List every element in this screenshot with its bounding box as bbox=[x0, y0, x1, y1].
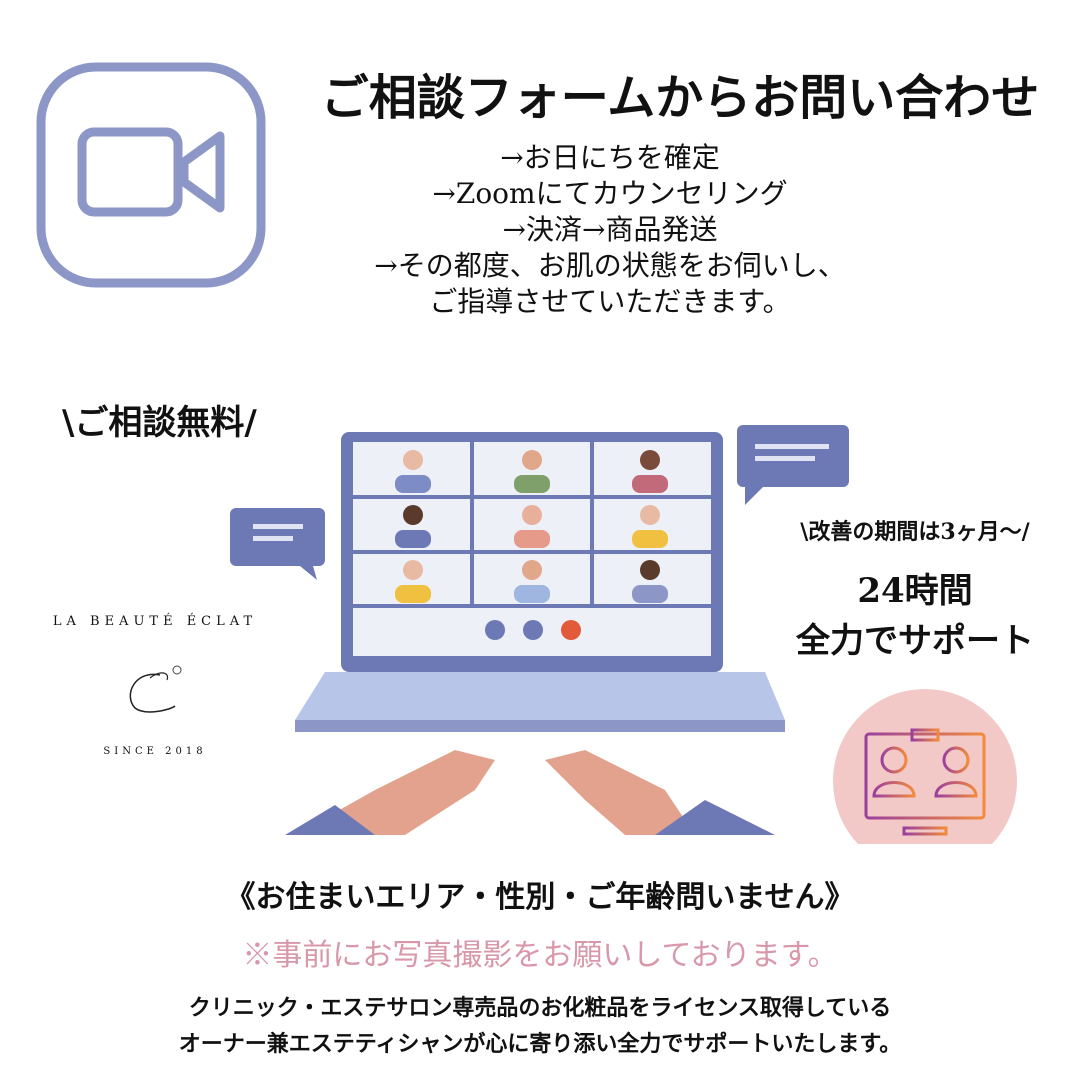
process-steps: →お日にちを確定 →Zoomにてカウンセリング →決済→商品発送 →その都度、お… bbox=[290, 140, 930, 320]
online-meeting-icon bbox=[833, 689, 1017, 844]
eligibility-text: 《お住まいエリア・性別・ご年齢問いません》 bbox=[225, 880, 855, 915]
support-line-2: 全力でサポート bbox=[796, 621, 1034, 661]
free-consultation-label: \ご相談無料/ bbox=[62, 403, 257, 443]
step: →お日にちを確定 bbox=[500, 141, 720, 174]
step: →決済→商品発送 bbox=[502, 213, 718, 246]
video-camera-icon bbox=[36, 62, 266, 288]
brand-name: LA BEAUTÉ ÉCLAT bbox=[52, 614, 258, 629]
page-title: ご相談フォームからお問い合わせ bbox=[320, 70, 1040, 126]
step: →Zoomにてカウンセリング bbox=[432, 177, 788, 210]
step: →その都度、お肌の状態をお伺いし、 bbox=[374, 249, 846, 282]
participants bbox=[395, 450, 668, 603]
video-call-illustration bbox=[230, 425, 849, 835]
footer-line: オーナー兼エステティシャンが心に寄り添い全力でサポートいたします。 bbox=[178, 1031, 902, 1057]
since-year: SINCE 2018 bbox=[103, 746, 207, 757]
improvement-period: \改善の期間は3ヶ月〜/ bbox=[800, 519, 1030, 545]
photo-note: ※事前にお写真撮影をお願いしております。 bbox=[242, 938, 838, 973]
step: ご指導させていただきます。 bbox=[429, 285, 791, 318]
support-line-1: 24時間 bbox=[857, 571, 973, 611]
support-heading: 24時間 全力でサポート bbox=[770, 566, 1060, 666]
footer-text: クリニック・エステサロン専売品のお化粧品をライセンス取得している オーナー兼エス… bbox=[0, 990, 1080, 1062]
brand-logo-monogram bbox=[129, 665, 182, 713]
footer-line: クリニック・エステサロン専売品のお化粧品をライセンス取得している bbox=[188, 995, 892, 1021]
